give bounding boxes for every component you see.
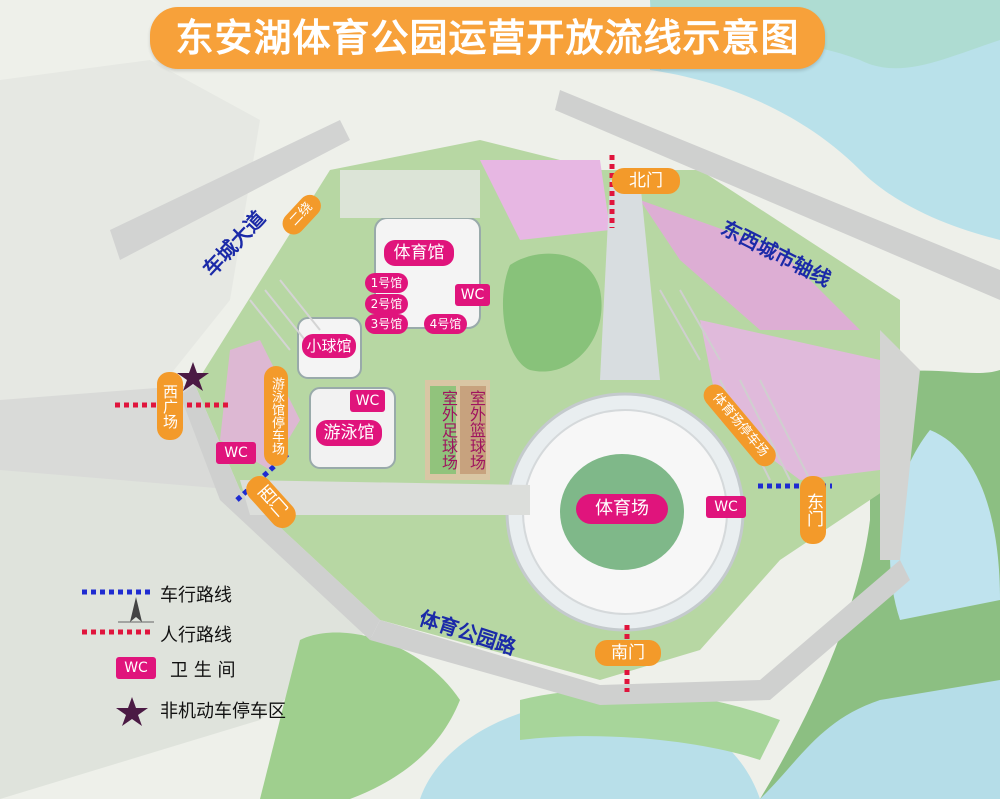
venue-natatorium: 游泳馆: [316, 420, 382, 446]
wc-gymnasium: WC: [455, 284, 490, 306]
legend-vehicle: 车行路线: [160, 585, 232, 606]
wc-natatorium: WC: [350, 390, 385, 412]
venue-hall4: 4号馆: [424, 314, 467, 334]
legend-wc-sample: WC: [116, 657, 156, 679]
parking-natatorium: 游泳馆停车场: [264, 366, 288, 466]
outdoor-basketball: 室外篮球场: [467, 390, 486, 470]
venue-hall2: 2号馆: [365, 294, 408, 314]
legend-star-icon: [116, 697, 148, 726]
gate-south: 南门: [595, 640, 661, 666]
compass-icon: [118, 597, 154, 623]
wc-west: WC: [216, 442, 256, 464]
venue-gymnasium: 体育馆: [384, 240, 454, 266]
page-title: 东安湖体育公园运营开放流线示意图: [150, 7, 825, 69]
venue-hall1: 1号馆: [365, 273, 408, 293]
gate-west-plaza: 西广场: [157, 372, 183, 440]
gate-north: 北门: [612, 168, 680, 194]
legend-bike-parking: 非机动车停车区: [160, 701, 286, 722]
wc-stadium: WC: [706, 496, 746, 518]
bike-parking-star-icon: [177, 362, 209, 391]
gate-east: 东门: [800, 476, 826, 544]
legend-pedestrian: 人行路线: [160, 625, 232, 646]
legend-restroom: 卫 生 间: [170, 660, 236, 681]
venue-hall3: 3号馆: [365, 314, 408, 334]
outdoor-football: 室外足球场: [439, 390, 458, 470]
venue-stadium: 体育场: [576, 494, 668, 524]
venue-small-ball: 小球馆: [302, 334, 356, 358]
